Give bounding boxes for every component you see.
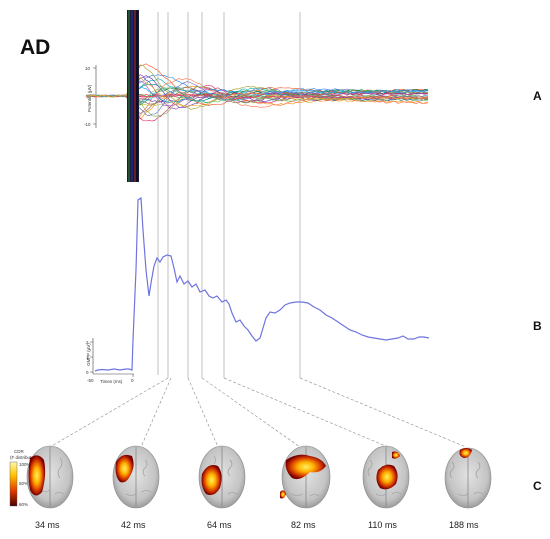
- brain-map-188ms: 188 ms: [444, 447, 492, 530]
- activation-area: [115, 454, 134, 483]
- activation-area: [201, 465, 222, 496]
- activation-area-small: [392, 451, 400, 459]
- gmfp-x-tick-neg: -50: [87, 378, 94, 383]
- activation-area-small: [280, 490, 286, 499]
- gmfp-y-tick-0: 0: [86, 370, 89, 375]
- eeg-channel-trace: [85, 87, 429, 105]
- activation-area: [28, 455, 46, 496]
- gmfp-plot: 2 1 0 GMFP (µV) -50 0 Times (ms): [86, 196, 430, 384]
- latency-label-5: 110 ms: [368, 520, 397, 530]
- eeg-channel-trace: [85, 76, 429, 108]
- gmfp-y-label: GMFP (µV): [86, 343, 91, 366]
- panel-label-a: A: [533, 89, 542, 103]
- butterfly-y-tick-top: 10: [85, 66, 91, 71]
- colorbar-gradient: [9, 461, 18, 507]
- panel-label-b: B: [533, 319, 542, 333]
- eeg-channel-trace: [85, 81, 429, 117]
- brain-map-82ms: 82 ms: [280, 445, 331, 530]
- eeg-channel-trace: [85, 75, 429, 109]
- connector-lines: [49, 377, 467, 448]
- eeg-channel-trace: [85, 74, 429, 101]
- colorbar-title: CDR: [14, 449, 24, 454]
- panel-label-c: C: [533, 479, 542, 493]
- gmfp-x-label: Times (ms): [100, 379, 123, 384]
- latency-label-6: 188 ms: [449, 520, 479, 530]
- colorbar-subtitle: (F distributed): [10, 455, 38, 460]
- activation-area: [459, 448, 472, 458]
- latency-label-3: 64 ms: [207, 520, 232, 530]
- latency-label-4: 82 ms: [291, 520, 316, 530]
- eeg-channel-trace: [86, 85, 429, 122]
- gmfp-y-tick-1: 1: [86, 355, 89, 360]
- gmfp-curve: [94, 196, 430, 372]
- brain-map-34ms: 34 ms: [26, 445, 74, 530]
- butterfly-plot: 10 0 -10 Potential (µV): [84, 10, 429, 182]
- eeg-channel-trace: [85, 80, 429, 107]
- brain-map-110ms: 110 ms: [362, 445, 410, 530]
- latency-markers: [157, 12, 301, 378]
- activation-area: [376, 464, 398, 490]
- eeg-channel-trace: [85, 64, 429, 110]
- colorbar: CDR (F distributed) 100% 50% 60%: [9, 449, 38, 507]
- butterfly-y-label: Potential (µV): [87, 84, 92, 112]
- gmfp-x-tick-zero: 0: [131, 378, 134, 383]
- colorbar-mid: 50%: [19, 481, 28, 486]
- activation-area: [285, 454, 326, 480]
- brain-map-42ms: 42 ms: [112, 445, 160, 530]
- colorbar-min: 60%: [19, 502, 28, 507]
- eeg-channel-trace: [85, 89, 429, 104]
- colorbar-max: 100%: [19, 462, 31, 467]
- brain-map-64ms: 64 ms: [198, 445, 246, 530]
- condition-label: AD: [20, 36, 50, 59]
- latency-label-2: 42 ms: [121, 520, 146, 530]
- eeg-channel-trace: [85, 85, 429, 120]
- butterfly-y-tick-bottom: -10: [84, 122, 91, 127]
- butterfly-traces: [85, 63, 429, 122]
- latency-label-1: 34 ms: [35, 520, 60, 530]
- gmfp-y-tick-2: 2: [86, 340, 89, 345]
- tms-artifact: [127, 10, 139, 182]
